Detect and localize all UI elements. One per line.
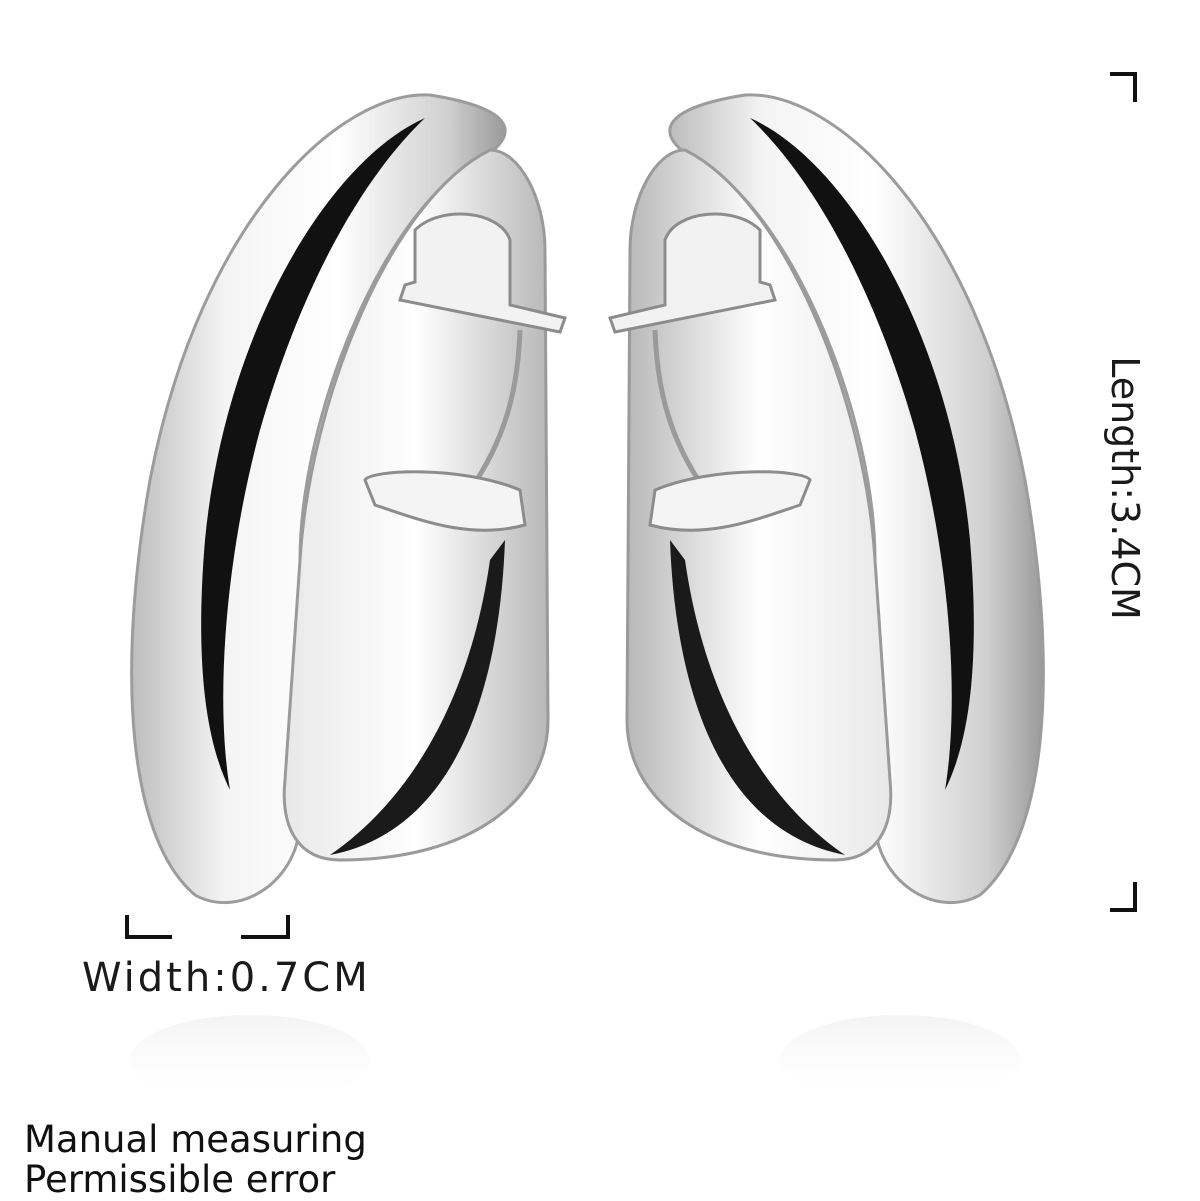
left-hoop-inner-shadow [330,540,505,855]
measurement-disclaimer: Manual measuring Permissible error [24,1120,367,1200]
length-bracket [1110,72,1137,912]
right-hoop-groove [750,118,974,790]
length-measurement-label: Length:3.4CM [1103,356,1147,620]
right-hoop-inner-shadow [670,540,845,855]
left-hoop-groove [201,118,425,790]
left-clasp [363,470,527,532]
disclaimer-line-2: Permissible error [24,1158,336,1201]
disclaimer-line-1: Manual measuring [24,1118,367,1161]
width-bracket [125,915,290,939]
reflection [130,1015,1020,1105]
right-post-wire [652,329,708,492]
left-post-cap [398,212,567,334]
width-measurement-label: Width:0.7CM [82,955,371,1001]
left-earring [130,93,567,905]
right-earring [608,93,1045,905]
right-post-cap [608,212,777,334]
left-post-wire [467,329,523,492]
right-clasp [648,470,812,532]
